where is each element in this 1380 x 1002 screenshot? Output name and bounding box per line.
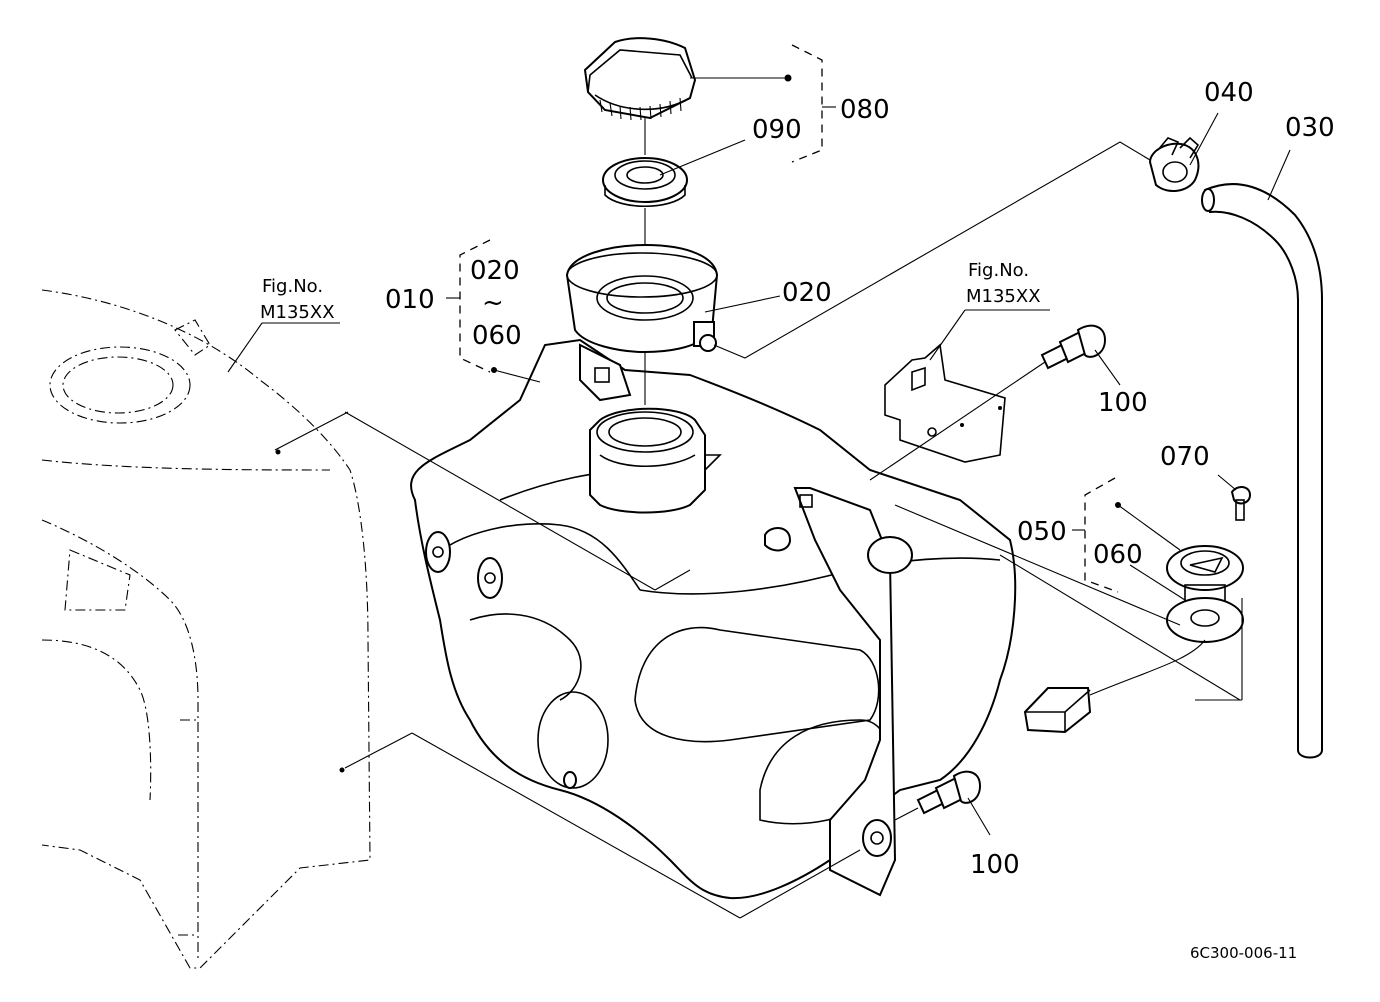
label-010: 010 — [385, 285, 435, 315]
tank-bracket — [764, 487, 913, 897]
label-range-tilde: ~ — [482, 288, 504, 318]
label-070: 070 — [1160, 442, 1210, 472]
label-020-housing: 020 — [782, 278, 832, 308]
label-040: 040 — [1204, 78, 1254, 108]
cap-ring — [602, 157, 688, 208]
hose-clamp — [1148, 136, 1200, 192]
fitting-top — [1040, 324, 1107, 370]
fuel-hose — [1201, 183, 1323, 759]
reference-bracket-right — [884, 343, 1006, 463]
left-fig-code: M135XX — [260, 302, 335, 323]
gauge-screw — [1230, 486, 1252, 521]
label-100-bottom: 100 — [970, 850, 1020, 880]
label-030: 030 — [1285, 113, 1335, 143]
label-060-range-end: 060 — [472, 321, 522, 351]
drawing-code: 6C300-006-11 — [1190, 944, 1297, 962]
fitting-bottom — [916, 770, 982, 815]
filler-housing — [565, 243, 719, 354]
fuel-tank — [410, 338, 1017, 900]
right-fig-code: M135XX — [966, 286, 1041, 307]
label-080: 080 — [840, 95, 890, 125]
fuel-cap — [583, 37, 697, 121]
label-050: 050 — [1017, 517, 1067, 547]
left-fig-label: Fig.No. — [262, 276, 323, 297]
label-060-gauge: 060 — [1093, 540, 1143, 570]
label-020-range-start: 020 — [470, 256, 520, 286]
label-090: 090 — [752, 115, 802, 145]
right-fig-label: Fig.No. — [968, 260, 1029, 281]
fuel-gauge-unit — [1023, 545, 1244, 734]
label-100-top: 100 — [1098, 388, 1148, 418]
reference-body-left — [41, 289, 371, 969]
